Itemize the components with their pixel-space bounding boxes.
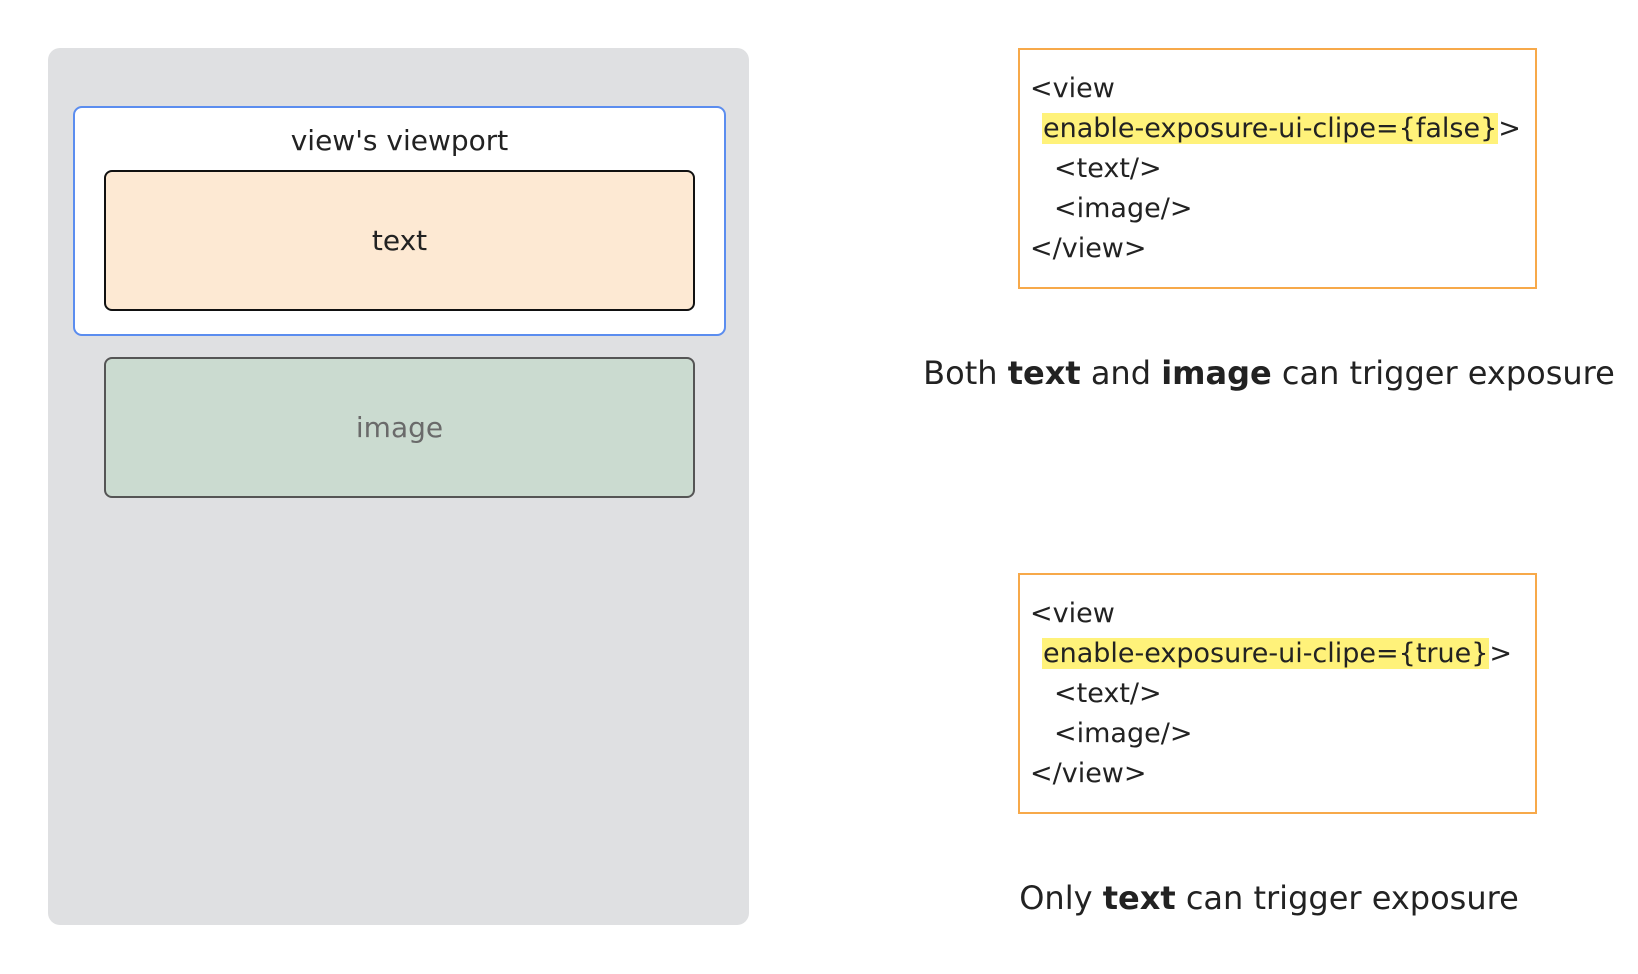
caption-text: Both bbox=[923, 354, 1008, 392]
viewport-label: view's viewport bbox=[290, 124, 509, 157]
caption-text: can trigger exposure bbox=[1271, 354, 1615, 392]
code-line-open: <view bbox=[1030, 73, 1115, 104]
caption-text: can trigger exposure bbox=[1175, 879, 1519, 917]
attr-close: > bbox=[1489, 638, 1513, 669]
code-line-attr: enable-exposure-ui-clipe={false}> bbox=[1042, 112, 1521, 146]
image-element-box: image bbox=[104, 357, 695, 498]
code-line-image: <image/> bbox=[1054, 193, 1193, 224]
text-element-label: text bbox=[371, 224, 428, 257]
caption-text: Only bbox=[1019, 879, 1103, 917]
code-line-open: <view bbox=[1030, 598, 1115, 629]
image-element-label: image bbox=[355, 411, 444, 444]
code-line-image: <image/> bbox=[1054, 718, 1193, 749]
caption-bold-text: text bbox=[1007, 354, 1081, 392]
code-block-true: <view enable-exposure-ui-clipe={true}> <… bbox=[1018, 573, 1537, 814]
caption-bold-text: text bbox=[1102, 879, 1176, 917]
attr-highlight: enable-exposure-ui-clipe={false} bbox=[1042, 113, 1499, 144]
attr-close: > bbox=[1498, 113, 1521, 144]
code-line-attr: enable-exposure-ui-clipe={true}> bbox=[1042, 637, 1512, 671]
code-block-false: <view enable-exposure-ui-clipe={false}> … bbox=[1018, 48, 1537, 289]
code-line-text: <text/> bbox=[1054, 153, 1162, 184]
code-line-close: </view> bbox=[1030, 758, 1147, 789]
text-element-box: text bbox=[104, 170, 695, 311]
caption-bold-image: image bbox=[1161, 354, 1272, 392]
caption-true: Only text can trigger exposure bbox=[900, 879, 1638, 917]
code-line-text: <text/> bbox=[1054, 678, 1162, 709]
caption-text: and bbox=[1080, 354, 1162, 392]
code-line-close: </view> bbox=[1030, 233, 1147, 264]
caption-false: Both text and image can trigger exposure bbox=[900, 354, 1638, 392]
attr-highlight: enable-exposure-ui-clipe={true} bbox=[1042, 638, 1490, 669]
